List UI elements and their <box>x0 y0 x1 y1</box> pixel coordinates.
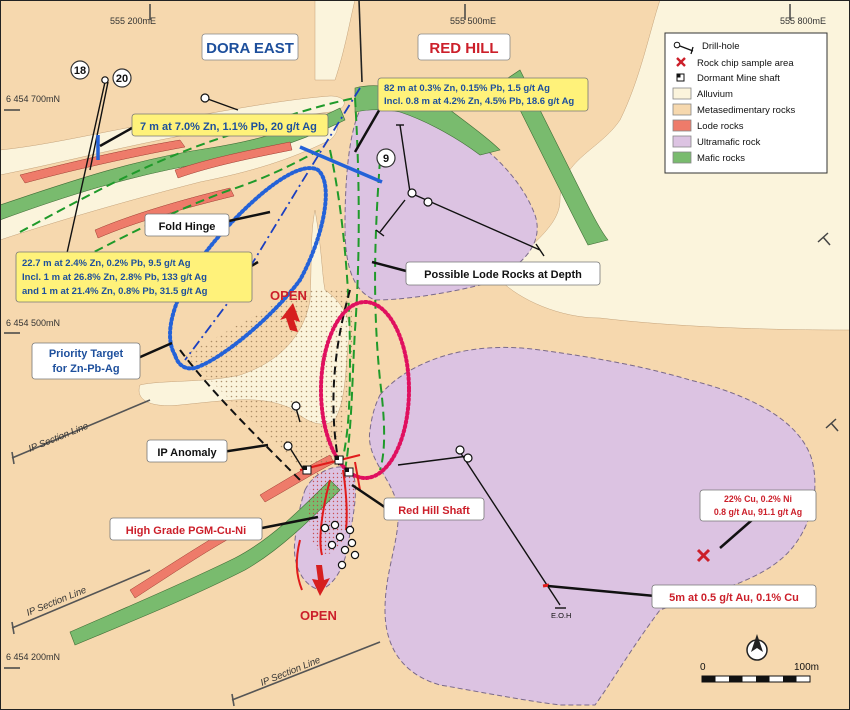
svg-text:0.8 g/t Au, 91.1 g/t Ag: 0.8 g/t Au, 91.1 g/t Ag <box>714 507 802 517</box>
drill-hole-collars <box>101 76 473 570</box>
cross-symbol-icon <box>676 57 686 67</box>
legend-item-rock-chip: Rock chip sample area <box>676 57 794 69</box>
red-hill-target-outline <box>319 300 411 480</box>
easting-label-1: 555 200mE <box>110 16 156 26</box>
dora-east-title: DORA EAST <box>201 33 299 61</box>
callout-red-hill-shaft: Red Hill Shaft <box>383 497 485 521</box>
legend-item-shaft: Dormant Mine shaft <box>676 73 780 84</box>
scale-bar-end: 100m <box>794 662 819 673</box>
legend-item-metasediment: Metasedimentary rocks <box>672 103 795 116</box>
svg-text:RED HILL: RED HILL <box>429 40 498 57</box>
callout-lode-depth: Possible Lode Rocks at Depth <box>405 261 601 286</box>
easting-label-2: 555 500mE <box>450 16 496 26</box>
ip-anomaly-zone <box>185 290 353 470</box>
svg-text:IP Anomaly: IP Anomaly <box>157 447 217 459</box>
svg-text:7 m at 7.0% Zn, 1.1% Pb, 20 g/: 7 m at 7.0% Zn, 1.1% Pb, 20 g/t Ag <box>140 121 317 133</box>
legend-box <box>664 32 828 174</box>
legend: Drill-hole Rock chip sample area Dormant… <box>664 32 828 174</box>
svg-text:and 1 m at 21.4% Zn, 0.8% Pb,: and 1 m at 21.4% Zn, 0.8% Pb, 31.5 g/t A… <box>22 286 208 297</box>
northing-label-1: 6 454 700mN <box>6 94 60 104</box>
hole-number-20: 20 <box>112 68 132 88</box>
drill-hole-end-ticks <box>375 124 566 609</box>
callout-dora-intercept-main: 22.7 m at 2.4% Zn, 0.2% Pb, 9.5 g/t Ag I… <box>15 251 253 303</box>
svg-text:Dormant Mine shaft: Dormant Mine shaft <box>697 73 780 84</box>
svg-text:Lode rocks: Lode rocks <box>697 121 744 132</box>
lode-west-3 <box>174 141 293 179</box>
callout-red-hill-intercept: 82 m at 0.3% Zn, 0.15% Pb, 1.5 g/t Ag In… <box>377 77 589 112</box>
svg-text:Incl. 1 m at 26.8% Zn, 2.8% Pb: Incl. 1 m at 26.8% Zn, 2.8% Pb, 133 g/t … <box>22 272 207 283</box>
fault-line <box>358 0 363 83</box>
hole-number-9: 9 <box>376 148 396 168</box>
svg-text:Mafic rocks: Mafic rocks <box>697 153 745 164</box>
svg-text:20: 20 <box>116 73 128 85</box>
svg-text:Metasedimentary rocks: Metasedimentary rocks <box>697 105 795 116</box>
intercept-mark <box>542 583 550 588</box>
callout-au-intercept: 5m at 0.5 g/t Au, 0.1% Cu <box>651 584 817 609</box>
ultramafic-south <box>368 347 816 706</box>
scale-bar-start: 0 <box>700 662 706 673</box>
fold-trace <box>179 289 351 481</box>
open-arrow-south <box>312 565 330 596</box>
svg-text:N: N <box>754 650 760 659</box>
mafic-band-east <box>504 69 609 246</box>
northing-label-3: 6 454 200mN <box>6 652 60 662</box>
legend-item-ultramafic: Ultramafic rock <box>672 135 761 148</box>
mine-shafts <box>302 455 354 477</box>
callout-ip-anomaly: IP Anomaly <box>146 439 228 463</box>
lode-west-1 <box>19 139 186 184</box>
svg-text:Rock chip sample area: Rock chip sample area <box>697 58 794 69</box>
svg-text:Alluvium: Alluvium <box>697 89 733 100</box>
legend-item-lode: Lode rocks <box>672 119 744 132</box>
ip-section-line-2 <box>11 569 151 635</box>
legend-item-alluvium: Alluvium <box>672 87 733 100</box>
svg-text:Possible Lode Rocks at Depth: Possible Lode Rocks at Depth <box>424 269 582 281</box>
callout-rock-chip: 22% Cu, 0.2% Ni 0.8 g/t Au, 91.1 g/t Ag <box>699 489 817 522</box>
svg-text:High Grade PGM-Cu-Ni: High Grade PGM-Cu-Ni <box>126 525 246 537</box>
northing-label-2: 6 454 500mN <box>6 318 60 328</box>
svg-text:22.7 m at 2.4% Zn, 0.2% Pb, 9.: 22.7 m at 2.4% Zn, 0.2% Pb, 9.5 g/t Ag <box>22 258 191 269</box>
ip-section-line-1 <box>11 399 151 465</box>
svg-text:Drill-hole: Drill-hole <box>702 41 739 52</box>
callout-priority-target: Priority Target for Zn-Pb-Ag <box>31 342 141 380</box>
easting-label-3: 555 800mE <box>780 16 826 26</box>
drillhole-symbol-icon <box>673 41 681 49</box>
svg-text:5m at 0.5 g/t Au, 0.1% Cu: 5m at 0.5 g/t Au, 0.1% Cu <box>669 592 799 604</box>
grid-ticks <box>4 4 791 669</box>
open-label-north: OPEN <box>270 288 307 303</box>
fold-axis <box>184 87 361 361</box>
eoh-label: E.O.H <box>551 611 571 620</box>
callout-dora-intercept-top: 7 m at 7.0% Zn, 1.1% Pb, 20 g/t Ag <box>131 113 329 137</box>
callout-pgm: High Grade PGM-Cu-Ni <box>109 517 263 541</box>
svg-text:Red Hill Shaft: Red Hill Shaft <box>398 505 470 517</box>
red-hill-intercept-mark <box>299 145 383 184</box>
ip-section-line-3 <box>231 641 381 707</box>
open-arrow-north <box>280 303 300 332</box>
hole-number-18: 18 <box>70 60 90 80</box>
alluvium-top-strip <box>314 0 356 81</box>
red-hill-title: RED HILL <box>417 33 511 61</box>
open-label-south: OPEN <box>300 608 337 623</box>
svg-text:18: 18 <box>74 65 86 77</box>
green-dashed-contacts <box>19 97 386 471</box>
legend-item-drillhole: Drill-hole <box>673 41 739 55</box>
svg-text:Fold Hinge: Fold Hinge <box>159 221 216 233</box>
svg-text:82 m at 0.3% Zn, 0.15% Pb, 1.5: 82 m at 0.3% Zn, 0.15% Pb, 1.5 g/t Ag <box>384 83 550 94</box>
svg-text:for Zn-Pb-Ag: for Zn-Pb-Ag <box>52 363 119 375</box>
svg-text:DORA EAST: DORA EAST <box>206 40 294 57</box>
legend-item-mafic: Mafic rocks <box>672 151 745 164</box>
svg-text:Priority Target: Priority Target <box>49 348 124 360</box>
rock-chip-cross <box>696 548 711 563</box>
callout-fold-hinge: Fold Hinge <box>144 213 230 237</box>
svg-text:Ultramafic rock: Ultramafic rock <box>697 137 761 148</box>
svg-text:9: 9 <box>383 153 389 165</box>
svg-text:Incl. 0.8 m at 4.2% Zn, 4.5% P: Incl. 0.8 m at 4.2% Zn, 4.5% Pb, 18.6 g/… <box>384 96 574 107</box>
north-arrow-icon: N <box>746 634 768 661</box>
scale-bar <box>701 675 811 683</box>
drill-holes <box>64 81 561 606</box>
svg-text:22% Cu, 0.2% Ni: 22% Cu, 0.2% Ni <box>724 494 792 504</box>
lode-west-2 <box>94 187 235 239</box>
